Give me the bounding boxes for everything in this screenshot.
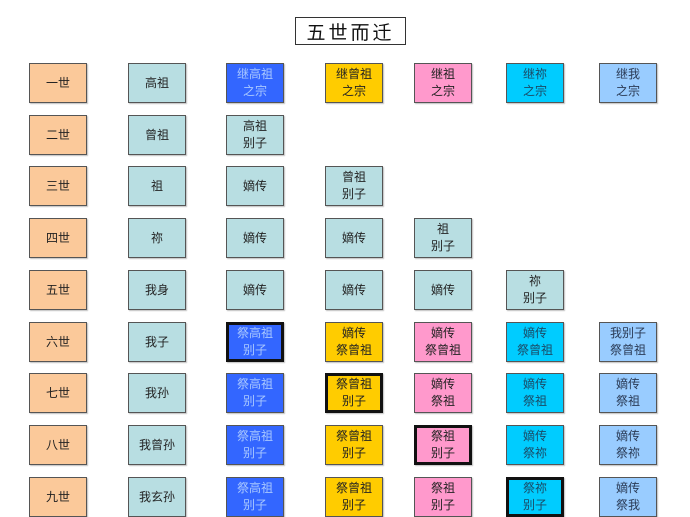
lineage-box: 曾祖 别子 [325, 166, 383, 206]
lineage-box: 祭高祖 别子 [226, 425, 284, 465]
lineage-box: 我身 [128, 270, 186, 310]
lineage-box: 祖 别子 [414, 218, 472, 258]
lineage-box: 祭高祖 别子 [226, 477, 284, 517]
lineage-box: 嫡传 祭祢 [599, 425, 657, 465]
lineage-box: 嫡传 [226, 218, 284, 258]
lineage-box: 我子 [128, 322, 186, 362]
generation-label: 四世 [29, 218, 87, 258]
lineage-box: 继曾祖 之宗 [325, 63, 383, 103]
lineage-box: 继祢 之宗 [506, 63, 564, 103]
lineage-box: 我孙 [128, 373, 186, 413]
lineage-box: 祭祖 别子 [414, 477, 472, 517]
lineage-box: 嫡传 [414, 270, 472, 310]
lineage-box: 祭祢 别子 [506, 477, 564, 517]
lineage-box: 嫡传 祭祖 [599, 373, 657, 413]
lineage-box: 高祖 [128, 63, 186, 103]
lineage-box: 祭曾祖 别子 [325, 477, 383, 517]
lineage-box: 曾祖 [128, 115, 186, 155]
generation-label: 七世 [29, 373, 87, 413]
lineage-box: 祭曾祖 别子 [325, 373, 383, 413]
generation-label: 二世 [29, 115, 87, 155]
lineage-box: 嫡传 [226, 166, 284, 206]
lineage-box: 高祖 别子 [226, 115, 284, 155]
generation-label: 八世 [29, 425, 87, 465]
lineage-box: 我玄孙 [128, 477, 186, 517]
lineage-box: 继我 之宗 [599, 63, 657, 103]
lineage-box: 祭祖 别子 [414, 425, 472, 465]
lineage-box: 继祖 之宗 [414, 63, 472, 103]
lineage-box: 我曾孙 [128, 425, 186, 465]
lineage-box: 嫡传 祭曾祖 [506, 322, 564, 362]
lineage-box: 祢 [128, 218, 186, 258]
generation-label: 一世 [29, 63, 87, 103]
lineage-box: 祖 [128, 166, 186, 206]
lineage-box: 嫡传 [325, 218, 383, 258]
lineage-box: 嫡传 祭祖 [414, 373, 472, 413]
generation-label: 五世 [29, 270, 87, 310]
generation-label: 六世 [29, 322, 87, 362]
lineage-box: 我别子 祭曾祖 [599, 322, 657, 362]
lineage-box: 嫡传 祭我 [599, 477, 657, 517]
lineage-box: 祭高祖 别子 [226, 373, 284, 413]
lineage-box: 嫡传 祭祖 [506, 373, 564, 413]
generation-label: 三世 [29, 166, 87, 206]
lineage-box: 继高祖 之宗 [226, 63, 284, 103]
lineage-box: 嫡传 祭曾祖 [414, 322, 472, 362]
lineage-box: 嫡传 祭曾祖 [325, 322, 383, 362]
lineage-box: 祭高祖 别子 [226, 322, 284, 362]
lineage-box: 祢 别子 [506, 270, 564, 310]
lineage-box: 嫡传 [325, 270, 383, 310]
generation-label: 九世 [29, 477, 87, 517]
lineage-box: 祭曾祖 别子 [325, 425, 383, 465]
lineage-box: 嫡传 祭祢 [506, 425, 564, 465]
lineage-box: 嫡传 [226, 270, 284, 310]
diagram-title: 五世而迁 [295, 17, 406, 45]
